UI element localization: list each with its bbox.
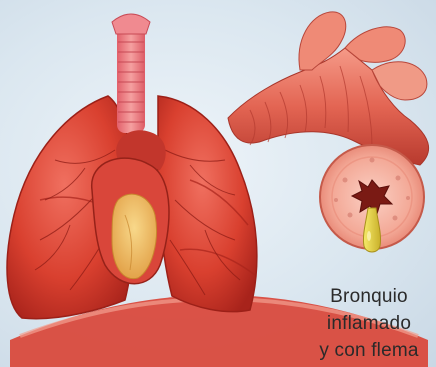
caption-line-2: inflamado (302, 310, 436, 337)
bronchus-caption: Bronquio inflamado y con flema (302, 283, 436, 364)
trachea (117, 18, 145, 133)
caption-line-1: Bronquio (302, 283, 436, 310)
caption-line-3: y con flema (302, 337, 436, 364)
